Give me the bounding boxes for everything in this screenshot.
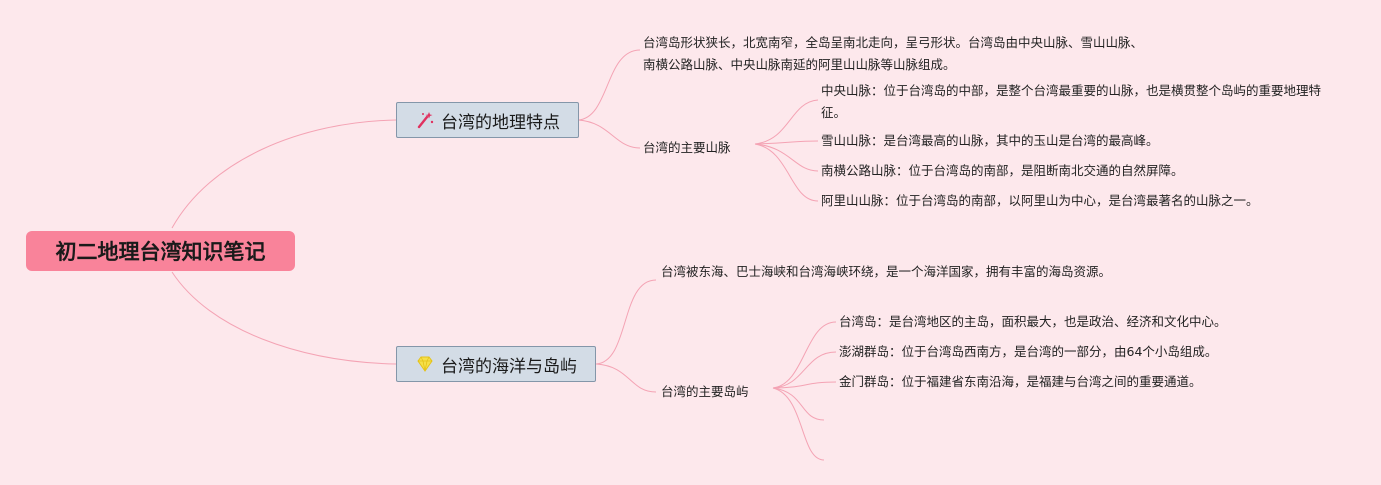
branch-label: 台湾的海洋与岛屿 [441, 356, 577, 377]
root-topic-label: 初二地理台湾知识笔记 [55, 240, 266, 264]
connector-sub2-item2 [772, 351, 837, 389]
branch1-note[interactable]: 台湾岛形状狭长，北宽南窄，全岛呈南北走向，呈弓形状。台湾岛由中央山脉、雪山山脉、… [643, 35, 1144, 72]
magic-wand-icon [415, 110, 435, 130]
diamond-icon [415, 354, 435, 374]
connector-sub2-item4 [772, 387, 825, 421]
island-item-3[interactable]: 金门群岛：位于福建省东南沿海，是福建与台湾之间的重要通道。 [839, 374, 1202, 389]
connector-branch2-sub [595, 363, 657, 393]
connector-branch1-note [577, 49, 641, 121]
mountain-item-1[interactable]: 中央山脉：位于台湾岛的中部，是整个台湾最重要的山脉，也是横贯整个岛屿的重要地理特… [821, 83, 1322, 120]
branch-ocean-islands[interactable]: 台湾的海洋与岛屿 [396, 346, 596, 382]
connector-sub1-item1 [754, 99, 819, 145]
connector-sub2-item1 [772, 321, 837, 389]
mountain-item-4[interactable]: 阿里山山脉：位于台湾岛的南部，以阿里山为中心，是台湾最著名的山脉之一。 [821, 193, 1259, 208]
connector-root-branch-1 [171, 119, 397, 229]
sub-topic-islands[interactable]: 台湾的主要岛屿 [661, 384, 749, 399]
mountain-item-3[interactable]: 南横公路山脉：位于台湾岛的南部，是阻断南北交通的自然屏障。 [821, 163, 1184, 178]
connector-sub1-item3 [754, 143, 819, 172]
connector-sub2-item3 [772, 381, 837, 389]
connector-root-branch-2 [171, 271, 397, 365]
branch-label: 台湾的地理特点 [441, 112, 560, 133]
connector-branch1-sub [577, 119, 641, 149]
mountain-item-2[interactable]: 雪山山脉：是台湾最高的山脉，其中的玉山是台湾的最高峰。 [821, 133, 1159, 148]
island-item-2[interactable]: 澎湖群岛：位于台湾岛西南方，是台湾的一部分，由64个小岛组成。 [839, 344, 1218, 359]
connector-sub1-item2 [754, 140, 819, 145]
connector-sub2-item5 [772, 387, 825, 461]
branch2-note[interactable]: 台湾被东海、巴士海峡和台湾海峡环绕，是一个海洋国家，拥有丰富的海岛资源。 [661, 264, 1112, 279]
root-topic[interactable]: 初二地理台湾知识笔记 [26, 231, 295, 271]
branch-geography-features[interactable]: 台湾的地理特点 [396, 102, 579, 138]
island-item-1[interactable]: 台湾岛：是台湾地区的主岛，面积最大，也是政治、经济和文化中心。 [839, 314, 1227, 329]
connector-sub1-item4 [754, 143, 819, 202]
connector-branch2-note [595, 279, 657, 365]
sub-topic-mountains[interactable]: 台湾的主要山脉 [643, 140, 731, 155]
